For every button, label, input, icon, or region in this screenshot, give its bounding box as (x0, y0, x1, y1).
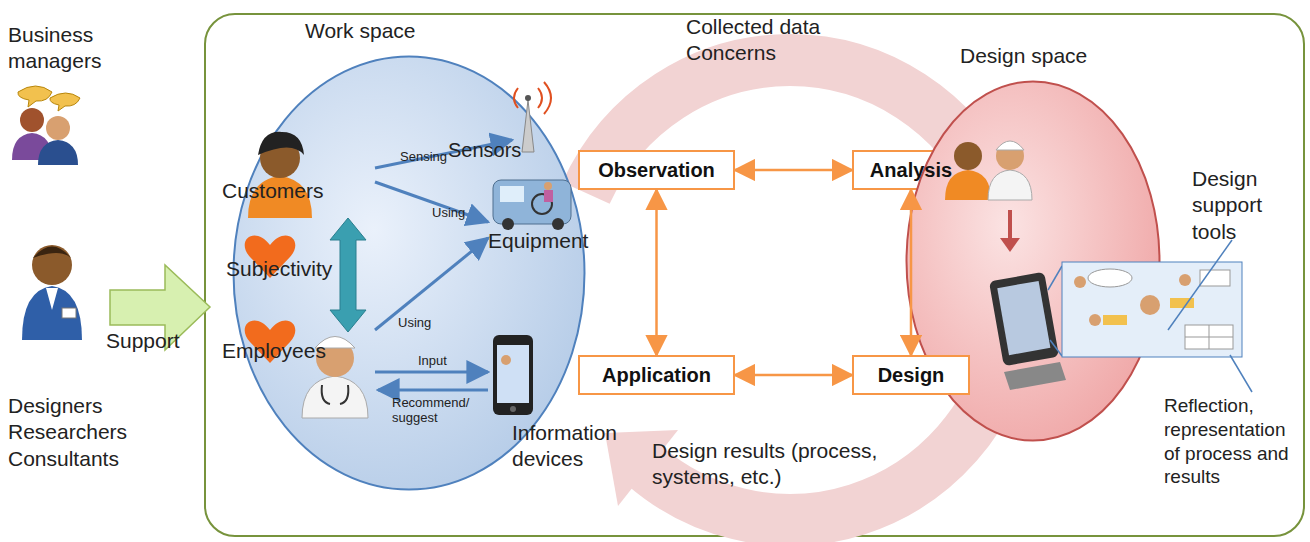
cycle-connector (735, 374, 852, 377)
tool-label: Design support tools (1192, 166, 1297, 245)
arrow-label: Support (106, 328, 196, 354)
note-label: Reflection, representation of process an… (1164, 394, 1306, 489)
subjectivity-arrow (330, 218, 366, 332)
business-managers-icon (12, 86, 80, 165)
flow-label: Collected data Concerns (686, 14, 851, 67)
device-label: Sensors (448, 138, 538, 163)
arrow-label: Using (432, 206, 482, 221)
cycle-connector (735, 169, 852, 172)
design-tool-tablet (989, 240, 1252, 392)
box-label: Application (602, 364, 711, 387)
process-box: Design (852, 355, 970, 395)
cycle-connector (655, 190, 658, 355)
equipment-van-icon (493, 180, 571, 230)
flow-label: Design results (process, systems, etc.) (652, 438, 897, 491)
box-label: Design (878, 364, 945, 387)
group-label: Business managers (8, 22, 123, 75)
outer-frame (205, 14, 1304, 536)
box-label: Analysis (870, 159, 952, 182)
device-label: Equipment (488, 228, 598, 254)
arrow-label: Input (418, 354, 468, 369)
arrow-label: Sensing (400, 150, 470, 165)
process-box: Application (578, 355, 735, 395)
region-heading: Design space (960, 44, 1161, 68)
actor-label: Customers (222, 178, 342, 204)
region-heading: Work space (305, 19, 586, 43)
usage-arrows (375, 140, 512, 390)
cycle-connector (910, 190, 913, 355)
phone-icon (493, 335, 533, 415)
arrow-label: Using (398, 316, 448, 331)
relation-label: Subjectivity (226, 256, 356, 282)
designer-icon (22, 245, 82, 340)
box-label: Observation (598, 159, 715, 182)
arrow-label: Recommend/ suggest (392, 396, 472, 426)
customer-icon (248, 132, 312, 218)
process-box: Observation (578, 150, 735, 190)
design-team-icon (945, 141, 1032, 252)
actor-label: Employees (222, 338, 342, 364)
group-label: Designers Researchers Consultants (8, 393, 133, 472)
device-label: Information devices (512, 420, 637, 473)
